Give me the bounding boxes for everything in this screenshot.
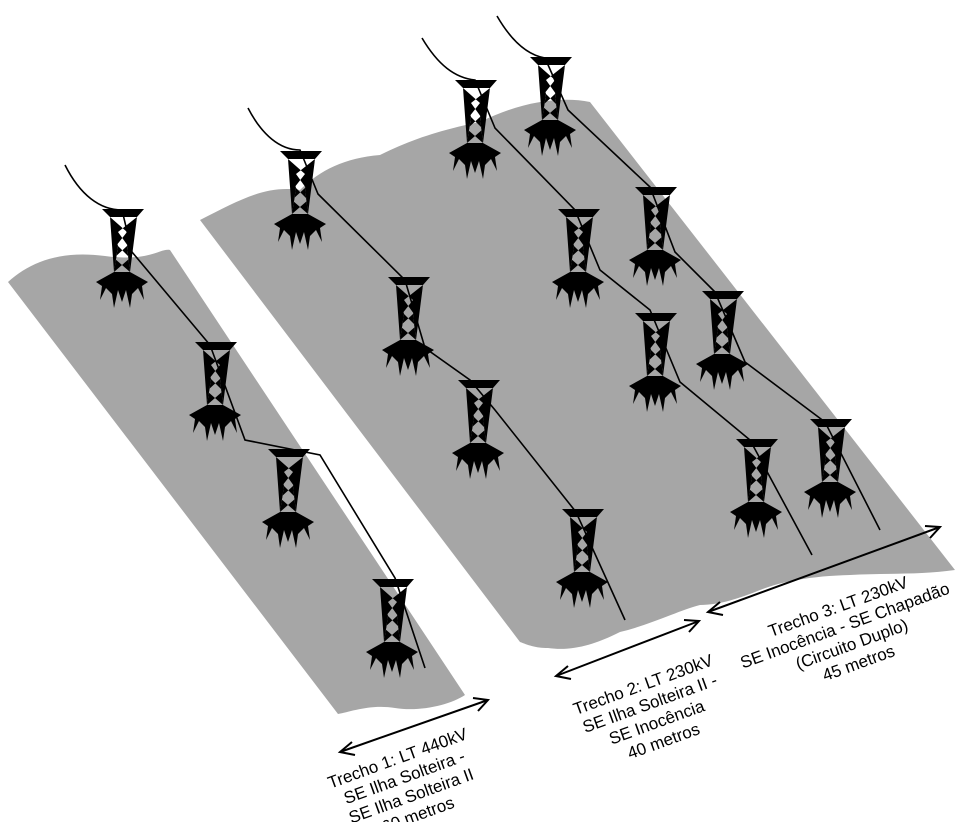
double-arrow-icon — [705, 525, 943, 616]
conductor-3 — [421, 37, 813, 556]
dimension-arrows — [337, 525, 943, 756]
label-trecho-1: Trecho 1: LT 440kV SE Ilha Solteira - SE… — [325, 724, 476, 822]
double-arrow-icon — [553, 619, 702, 680]
conductor-1 — [64, 164, 426, 669]
double-arrow-icon — [337, 697, 491, 756]
label-trecho-2: Trecho 2: LT 230kV SE Ilha Solteira II -… — [571, 651, 720, 764]
corridor-trecho-1 — [8, 249, 465, 715]
